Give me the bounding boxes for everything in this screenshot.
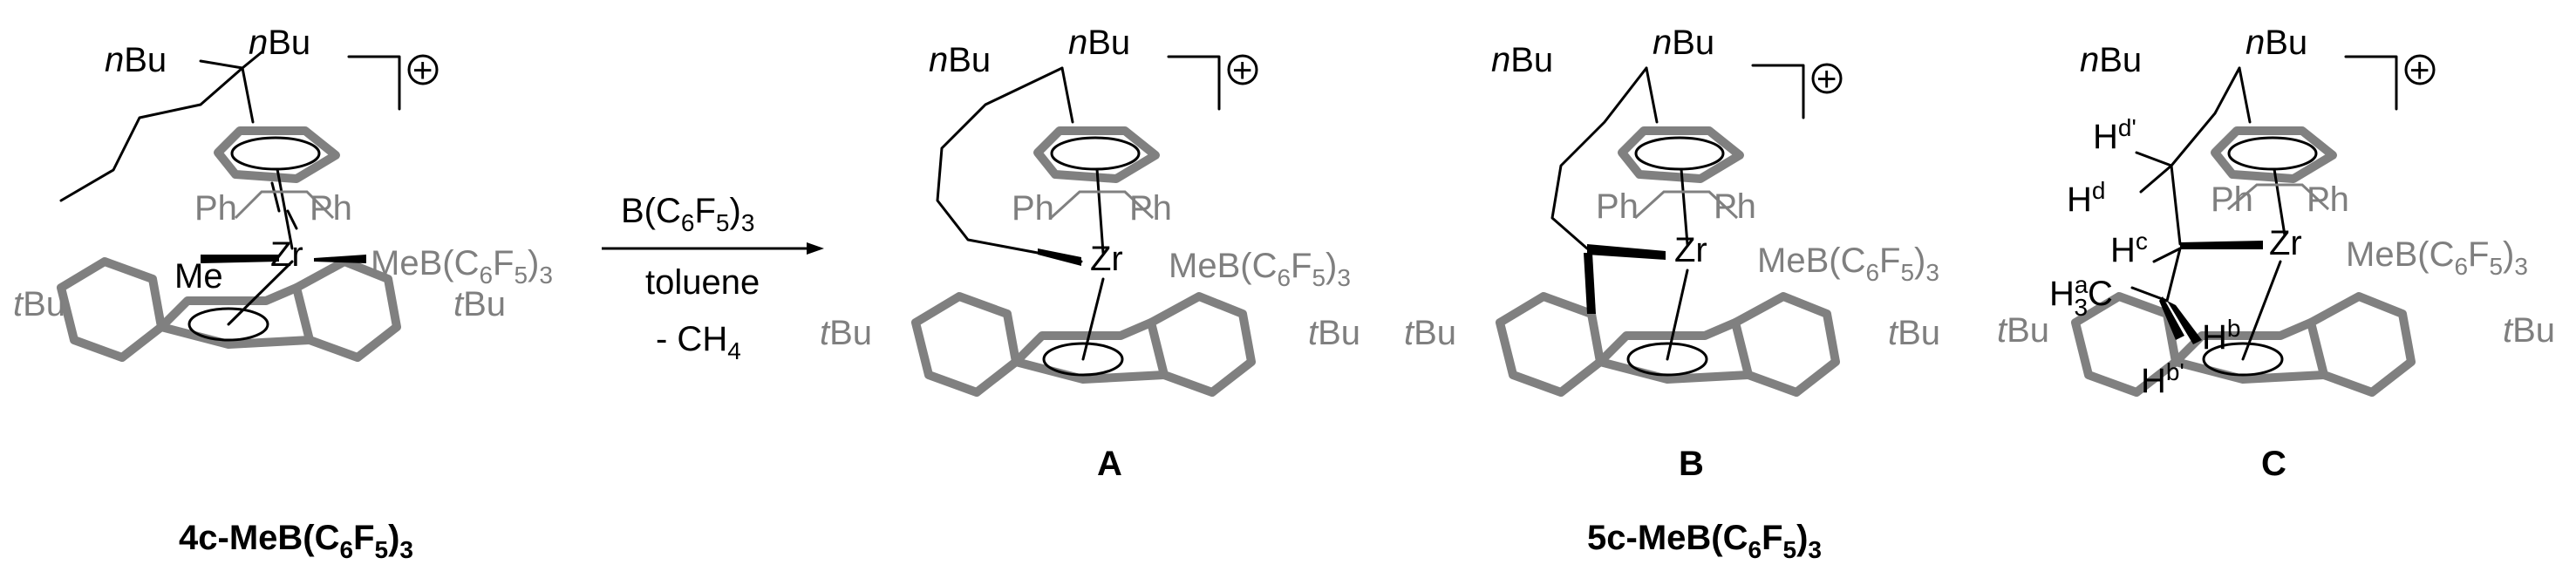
zr-bonds xyxy=(201,167,366,326)
caption-start: 4c-MeB(C6F5)3 xyxy=(179,519,413,563)
caption-C: C xyxy=(2261,445,2286,483)
reaction-arrow-group: B(C6F5)3 toluene - CH4 xyxy=(602,192,824,364)
hb-label: Hb xyxy=(2202,315,2240,357)
charge-plus: + xyxy=(1816,60,1837,99)
hd-label: Hd xyxy=(2067,177,2105,219)
charge-bracket xyxy=(347,55,401,111)
hc-label: Hc xyxy=(2110,228,2148,269)
charge-circle xyxy=(407,54,439,85)
arrow-head xyxy=(807,242,824,255)
structure-4c: nBu nBu Ph Ph Zr Me MeB(C6F5)3 tBu tBu + xyxy=(13,24,553,362)
ph-label-right: Ph xyxy=(2307,180,2349,219)
ph-bridge xyxy=(234,190,335,220)
charge-plus: + xyxy=(2409,51,2429,90)
ph-label-left: Ph xyxy=(1012,189,1054,228)
anion-label: MeB(C6F5)3 xyxy=(371,244,553,289)
nBu-label-top: nBu xyxy=(1653,24,1714,62)
tBu-label-left: tBu xyxy=(1404,314,1456,352)
zr-label: Zr xyxy=(270,235,303,274)
charge-plus: + xyxy=(1232,51,1252,90)
ph-label-right: Ph xyxy=(1129,189,1172,228)
ph-label-left: Ph xyxy=(2211,180,2253,219)
zr-label: Zr xyxy=(1674,231,1707,269)
me-label: Me xyxy=(174,257,223,296)
tBu-label-right: tBu xyxy=(453,285,506,323)
nBu-label-top: nBu xyxy=(2245,24,2307,62)
ph-label-left: Ph xyxy=(1596,187,1639,226)
charge-plus: + xyxy=(412,51,433,90)
anion-label: MeB(C6F5)3 xyxy=(1757,241,1939,286)
solvent-label: toluene xyxy=(645,263,760,302)
nBu-label-left: nBu xyxy=(929,41,991,79)
caption-product: 5c-MeB(C6F5)3 xyxy=(1587,519,1822,563)
nBu-label-left: nBu xyxy=(2080,41,2142,79)
anion-label: MeB(C6F5)3 xyxy=(1169,247,1351,291)
zr-label: Zr xyxy=(1090,240,1123,278)
bridge-carbon xyxy=(59,51,263,202)
tBu-label-right: tBu xyxy=(1888,314,1940,352)
ph-label-right: Ph xyxy=(1714,187,1756,226)
ph-label-right: Ph xyxy=(310,189,352,228)
nBu-label-top: nBu xyxy=(1068,24,1130,62)
caption-B: B xyxy=(1679,445,1704,483)
anion-label: MeB(C6F5)3 xyxy=(2346,235,2528,280)
structure-A: nBu nBu Ph Ph Zr MeB(C6F5)3 tBu tBu + xyxy=(820,24,1360,397)
reagent-label: B(C6F5)3 xyxy=(621,192,754,236)
tBu-label-left: tBu xyxy=(820,314,872,352)
fluorenyl-ring xyxy=(57,257,401,362)
nBu-label-top: nBu xyxy=(249,24,310,62)
ph-label-left: Ph xyxy=(194,189,237,228)
tBu-label-left: tBu xyxy=(13,285,65,323)
nBu-label-left: nBu xyxy=(1491,41,1553,79)
byproduct-label: - CH4 xyxy=(656,320,741,364)
nBu-label-left: nBu xyxy=(105,41,167,79)
hd-prime-label: Hd' xyxy=(2093,114,2136,156)
caption-A: A xyxy=(1097,445,1122,483)
hb-prime-label: Hb' xyxy=(2141,358,2184,400)
tBu-label-left: tBu xyxy=(1997,311,2049,350)
structure-B: nBu nBu Ph Ph Zr MeB(C6F5)3 tBu tBu + xyxy=(1404,24,1940,397)
zr-label: Zr xyxy=(2269,224,2302,262)
cyclopentadienyl-ring xyxy=(214,126,340,183)
tBu-label-right: tBu xyxy=(2503,311,2555,350)
tBu-label-right: tBu xyxy=(1308,314,1360,352)
